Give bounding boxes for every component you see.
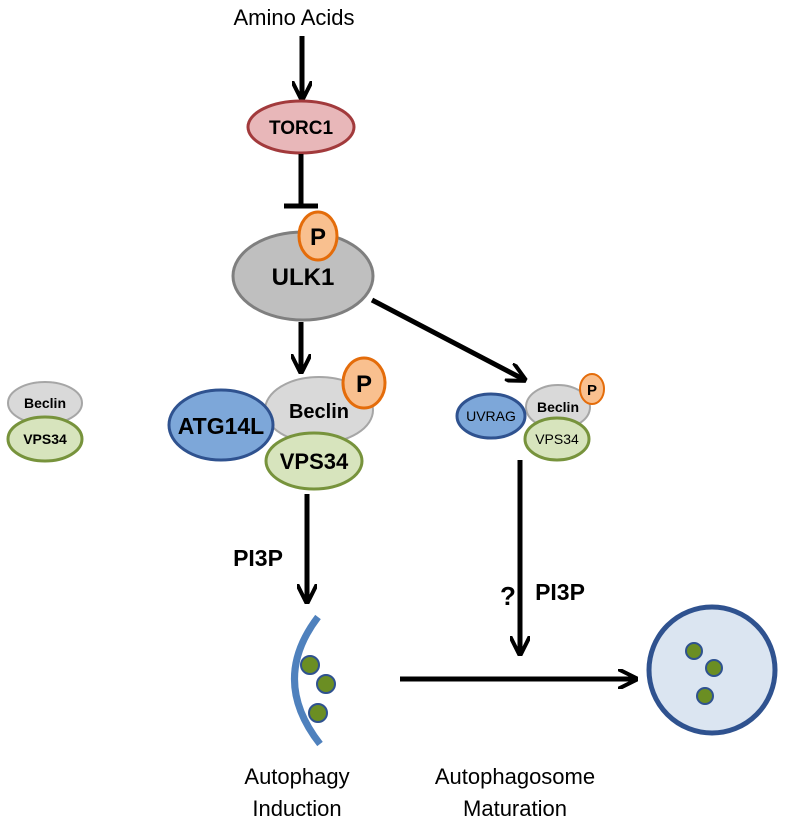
right-pi3p-label: PI3P	[535, 579, 585, 605]
beclin-phospho-label: P	[356, 371, 372, 398]
left-pi3p-label: PI3P	[233, 545, 283, 571]
ulk1-phospho-node	[297, 210, 339, 262]
phagophore-cargo-2	[316, 674, 336, 694]
amino-acids-label: Amino Acids	[233, 5, 354, 30]
atg14l-node	[167, 388, 275, 462]
maturation-label-line2: Maturation	[463, 796, 567, 821]
uvrag-complex-vps34-label: VPS34	[535, 431, 579, 447]
uvrag-node	[455, 392, 527, 440]
uvrag-complex-beclin-label: Beclin	[537, 399, 579, 415]
induction-label-line2: Induction	[252, 796, 341, 821]
atg14l-label: ATG14L	[178, 413, 264, 439]
beclin-phospho-node	[341, 356, 387, 410]
torc1-node	[246, 99, 356, 155]
legend-vps34-node	[6, 415, 84, 463]
autophagosome-cargo-2	[705, 659, 723, 677]
uvrag-beclin-phospho-node	[579, 373, 605, 405]
ulk1-to-uvrag-arrow	[370, 297, 523, 379]
ulk1-phospho-label: P	[310, 224, 326, 251]
legend-beclin-label: Beclin	[24, 395, 66, 411]
legend-vps34-label: VPS34	[23, 431, 67, 447]
torc1-label: TORC1	[269, 118, 333, 139]
phagophore-cargo-1	[300, 655, 320, 675]
ulk1-label: ULK1	[272, 264, 335, 291]
uvrag-complex-vps34-node	[523, 416, 591, 462]
autophagosome-cargo-3	[696, 687, 714, 705]
atg14l-complex-vps34-label: VPS34	[280, 449, 349, 474]
phagophore-membrane	[291, 614, 323, 747]
induction-label-line1: Autophagy	[244, 764, 349, 789]
maturation-label-line1: Autophagosome	[435, 764, 595, 789]
unknown-mark: ?	[500, 581, 516, 611]
atg14l-complex-vps34-node	[264, 431, 364, 491]
atg14l-complex-beclin-label: Beclin	[289, 401, 349, 423]
autophagosome-cargo-1	[685, 642, 703, 660]
uvrag-label: UVRAG	[466, 408, 516, 424]
phagophore-cargo-3	[308, 703, 328, 723]
uvrag-beclin-phospho-label: P	[587, 382, 597, 399]
